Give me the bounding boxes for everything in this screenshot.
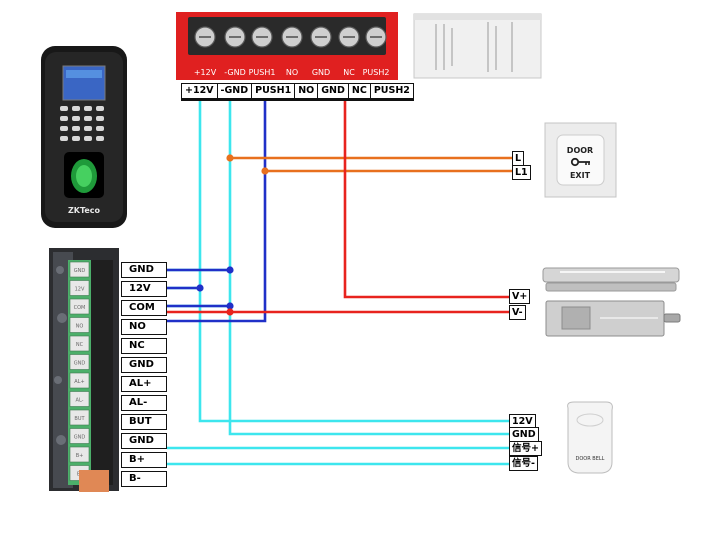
key-icon xyxy=(570,157,590,167)
ctrl-label-gnd3: GND xyxy=(121,433,167,449)
ctrl-label-gnd2: GND xyxy=(121,357,167,373)
wire-gnd-to-doorbell xyxy=(228,306,509,436)
bell-terminal-signal-minus: 信号- xyxy=(509,456,538,471)
board-terminal xyxy=(69,317,90,333)
board-terminal xyxy=(69,335,90,352)
ctrl-label-alplus: AL+ xyxy=(121,376,167,392)
psu-label-nc: NC xyxy=(348,84,370,98)
svg-text:DOOR BELL: DOOR BELL xyxy=(576,456,605,462)
board-silkscreen-label: GND xyxy=(74,435,86,441)
board-silkscreen-label: 12V xyxy=(75,287,85,293)
lock-terminal-vminus: V- xyxy=(509,305,526,320)
power-supply-box xyxy=(413,13,542,79)
junction-dot xyxy=(261,167,269,175)
board-terminal xyxy=(69,298,90,315)
lock-terminal-vplus: V+ xyxy=(509,289,531,304)
reader-key xyxy=(96,116,104,121)
psu-silkscreen-label: -GND xyxy=(224,68,246,77)
ctrl-label-12v: 12V xyxy=(121,281,167,297)
ctrl-label-bminus: B- xyxy=(121,471,167,487)
psu-terminal-labels: +12V -GND PUSH1 NO GND NC PUSH2 xyxy=(181,83,414,101)
reader-key xyxy=(84,126,92,131)
psu-label-gnd2: GND xyxy=(318,84,348,98)
board-silkscreen-label: GND xyxy=(74,361,86,367)
reader-key xyxy=(72,106,80,111)
junction-dot xyxy=(226,266,234,274)
board-silkscreen-label: NC xyxy=(76,342,84,348)
psu-silkscreen-label: NC xyxy=(343,68,355,77)
wire-12v-to-doorbell xyxy=(198,288,509,423)
reader-key xyxy=(84,106,92,111)
fingerprint-reader: ZKTeco xyxy=(41,46,127,228)
psu-silkscreen-label: GND xyxy=(312,68,330,77)
wire-gnd-psu-to-board xyxy=(167,99,232,272)
junction-dot xyxy=(196,284,204,292)
ctrl-label-no: NO xyxy=(121,319,167,335)
svg-text:EXIT: EXIT xyxy=(570,171,591,180)
doorbell-device: DOOR BELL xyxy=(567,401,613,474)
psu-label-push2: PUSH2 xyxy=(370,84,413,98)
board-silkscreen-label: NO xyxy=(76,324,84,330)
reader-key xyxy=(72,136,80,141)
wire-12v-psu-to-board xyxy=(167,99,202,290)
board-terminal xyxy=(69,372,90,389)
board-silkscreen-label: BUT xyxy=(74,416,85,422)
exit-terminal-l1: L1 xyxy=(512,165,531,180)
board-terminal xyxy=(69,354,90,370)
psu-label-gnd: -GND xyxy=(217,84,252,98)
wire-nc-to-lock-vplus xyxy=(343,99,509,299)
reader-key xyxy=(60,116,68,121)
board-terminal xyxy=(69,391,90,407)
reader-key xyxy=(60,106,68,111)
board-silkscreen-label: B+ xyxy=(76,453,84,459)
psu-silkscreen-label: PUSH1 xyxy=(249,68,276,77)
ctrl-label-gnd: GND xyxy=(121,262,167,278)
reader-key xyxy=(60,126,68,131)
ctrl-label-nc: NC xyxy=(121,338,167,354)
svg-text:DOOR: DOOR xyxy=(567,146,593,155)
ctrl-label-com: COM xyxy=(121,300,167,316)
reader-key xyxy=(96,106,104,111)
board-terminal xyxy=(69,409,90,426)
reader-key xyxy=(84,136,92,141)
ctrl-label-but: BUT xyxy=(121,414,167,430)
psu-silkscreen-label: +12V xyxy=(194,68,217,77)
psu-silkscreen-label: NO xyxy=(286,68,298,77)
board-silkscreen-label: COM xyxy=(74,305,86,311)
reader-key xyxy=(72,126,80,131)
board-terminal xyxy=(69,428,90,444)
exit-terminal-l: L xyxy=(512,151,525,166)
reader-key xyxy=(84,116,92,121)
junction-dot xyxy=(226,302,234,310)
svg-text:ZKTeco: ZKTeco xyxy=(68,206,101,215)
bell-terminal-gnd: GND xyxy=(509,427,539,442)
bolt-lock xyxy=(545,300,681,337)
reader-key xyxy=(72,116,80,121)
ctrl-label-bplus: B+ xyxy=(121,452,167,468)
board-terminal xyxy=(69,446,90,463)
board-terminal xyxy=(69,280,90,296)
reader-brand-logo: ZKTeco xyxy=(68,206,101,215)
psu-label-12v: +12V xyxy=(182,84,217,98)
board-silkscreen-label: AL+ xyxy=(74,379,84,385)
board-silkscreen-label: GND xyxy=(74,268,86,274)
reader-key xyxy=(96,126,104,131)
bell-terminal-signal-plus: 信号+ xyxy=(509,441,542,456)
reader-key xyxy=(60,136,68,141)
reader-key xyxy=(96,136,104,141)
junction-dot xyxy=(226,154,234,162)
psu-label-no: NO xyxy=(295,84,318,98)
junction-dot xyxy=(226,308,234,316)
board-terminal xyxy=(69,261,90,278)
magnetic-lock xyxy=(542,267,680,292)
psu-silkscreen-label: PUSH2 xyxy=(363,68,390,77)
exit-button-device: DOOR EXIT xyxy=(544,122,617,198)
controller-terminal-labels: GND 12V COM NO NC GND AL+ AL- BUT GND B+… xyxy=(121,262,167,487)
psu-label-push1: PUSH1 xyxy=(252,84,295,98)
board-silkscreen-label: AL- xyxy=(76,398,84,404)
ctrl-label-alminus: AL- xyxy=(121,395,167,411)
